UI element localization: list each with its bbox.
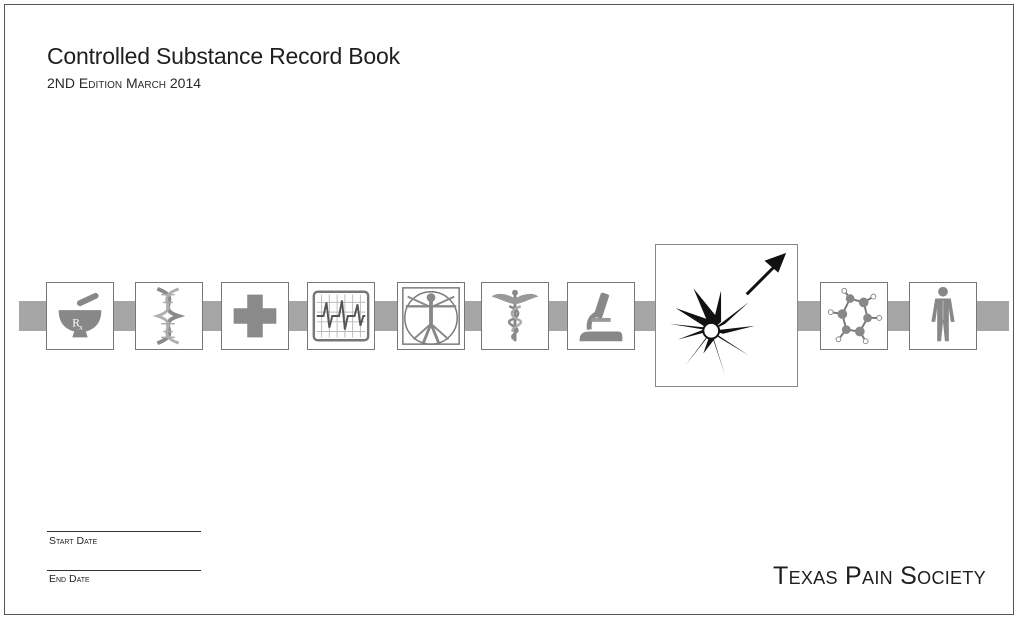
book-title: Controlled Substance Record Book: [47, 43, 400, 69]
human-body-icon: [909, 282, 977, 350]
pain-burst-icon: [655, 244, 798, 387]
dna-helix-icon: [135, 282, 203, 350]
end-date-line: [47, 570, 201, 571]
vitruvian-man-icon: [397, 282, 465, 350]
start-date-line: [47, 531, 201, 532]
mortar-pestle-rx-icon: R x: [46, 282, 114, 350]
organization-name: Texas Pain Society: [773, 562, 986, 590]
molecule-icon: [820, 282, 888, 350]
ecg-monitor-icon: [307, 282, 375, 350]
end-date-label: End Date: [49, 573, 90, 585]
cover-page: Controlled Substance Record Book 2ND Edi…: [4, 4, 1014, 615]
microscope-icon: [567, 282, 635, 350]
edition-line: 2ND Edition March 2014: [47, 75, 202, 91]
svg-text:R: R: [72, 317, 80, 330]
start-date-label: Start Date: [49, 535, 98, 547]
medical-cross-icon: [221, 282, 289, 350]
caduceus-icon: [481, 282, 549, 350]
svg-text:x: x: [79, 323, 83, 332]
